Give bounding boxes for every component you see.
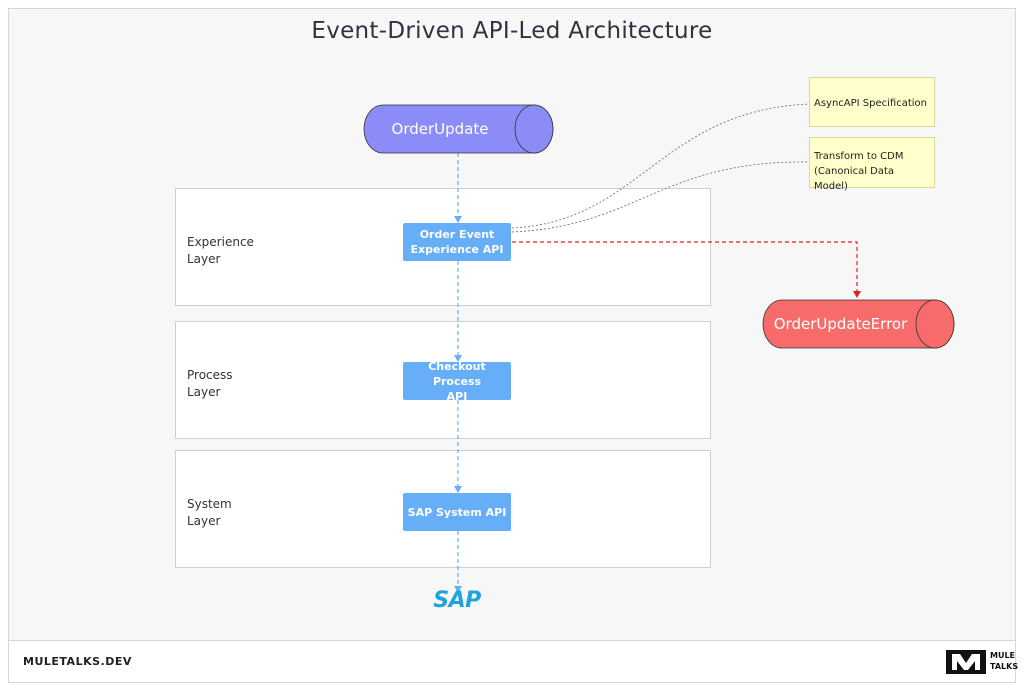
system-layer-label-line1: System bbox=[187, 497, 232, 511]
order-update-queue-shape bbox=[363, 104, 554, 154]
order-update-queue-label: OrderUpdate bbox=[391, 120, 489, 138]
system-layer-label: System Layer bbox=[187, 496, 267, 530]
system-layer-label-line2: Layer bbox=[187, 514, 221, 528]
asyncapi-spec-note: AsyncAPI Specification bbox=[809, 77, 935, 127]
logo-text-line2: TALKS bbox=[990, 662, 1019, 671]
cdm-transform-note-line2: (Canonical Data Model) bbox=[814, 166, 895, 192]
diagram-title: Event-Driven API-Led Architecture bbox=[311, 18, 713, 44]
process-layer-label-line1: Process bbox=[187, 368, 233, 382]
site-link[interactable]: MULETALKS.DEV bbox=[23, 655, 132, 668]
error-arrowhead bbox=[853, 291, 861, 298]
order-event-experience-api-line1: Order Event bbox=[419, 228, 495, 241]
cdm-transform-note-line1: Transform to CDM bbox=[814, 151, 904, 162]
process-layer-label-line2: Layer bbox=[187, 385, 221, 399]
process-layer-label: Process Layer bbox=[187, 367, 267, 401]
footer: MULETALKS.DEV MULE TALKS bbox=[8, 640, 1018, 683]
experience-layer-label-line1: Experience bbox=[187, 235, 254, 249]
order-event-experience-api-line2: Experience API bbox=[410, 243, 504, 256]
muletalks-logo-icon bbox=[946, 650, 986, 674]
error-flow-arrow bbox=[512, 241, 858, 292]
order-update-error-queue-shape bbox=[762, 299, 955, 349]
order-update-error-queue-label: OrderUpdateError bbox=[773, 315, 908, 333]
checkout-process-api[interactable]: Checkout Process API bbox=[403, 359, 511, 403]
experience-layer-label: Experience Layer bbox=[187, 234, 267, 268]
sap-system-api-label: SAP System API bbox=[407, 505, 507, 519]
checkout-process-api-line2: API bbox=[446, 389, 468, 403]
checkout-process-api-line1: Checkout Process bbox=[428, 359, 486, 388]
muletalks-logo-text: MULE TALKS bbox=[990, 650, 1018, 672]
arrowhead-process bbox=[454, 355, 462, 362]
cdm-transform-note: Transform to CDM (Canonical Data Model) bbox=[809, 137, 935, 192]
cdm-note-link bbox=[511, 161, 811, 233]
asyncapi-spec-note-text: AsyncAPI Specification bbox=[814, 98, 928, 109]
sap-logo: SAP bbox=[433, 588, 481, 613]
arrowhead-sap bbox=[454, 586, 462, 593]
order-event-experience-api[interactable]: Order Event Experience API bbox=[403, 223, 511, 261]
experience-layer-label-line2: Layer bbox=[187, 252, 221, 266]
asyncapi-note-link bbox=[511, 103, 811, 229]
logo-text-line1: MULE bbox=[990, 651, 1016, 660]
sap-system-api[interactable]: SAP System API bbox=[403, 493, 511, 531]
arrowhead-experience bbox=[454, 216, 462, 223]
arrowhead-system bbox=[454, 486, 462, 493]
